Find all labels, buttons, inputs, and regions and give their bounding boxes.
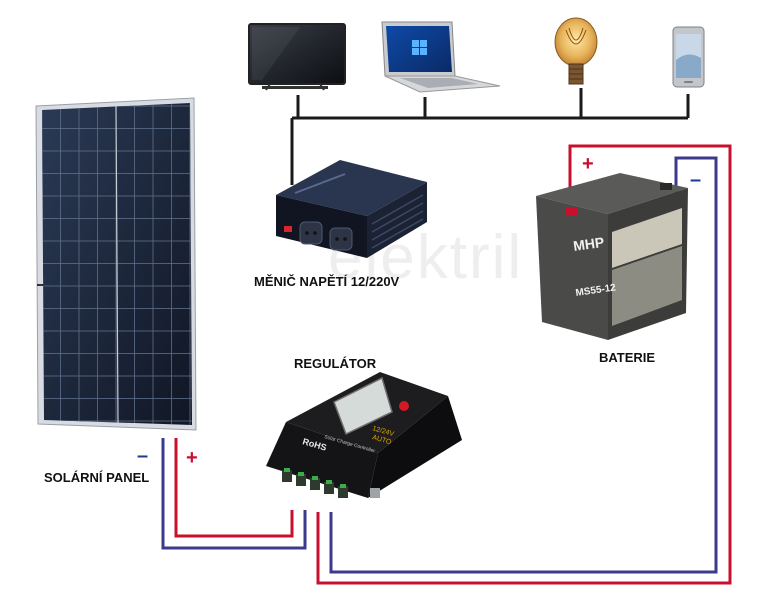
battery-negative-wire <box>329 156 718 574</box>
battery-label: BATERIE <box>599 350 656 365</box>
light-bulb-icon <box>554 17 598 85</box>
smartphone-icon <box>672 26 705 88</box>
battery-plus-sign: + <box>582 153 594 175</box>
solar-panel-label: SOLÁRNÍ PANEL <box>44 470 150 485</box>
panel-plus-sign: + <box>186 447 198 469</box>
panel-minus-sign: – <box>137 445 149 467</box>
laptop-icon <box>381 21 501 93</box>
solar-panel-icon <box>35 97 197 431</box>
panel-positive-wire <box>174 438 294 538</box>
panel-negative-wire <box>161 438 307 550</box>
battery-positive-wire <box>316 144 732 585</box>
battery-brand: MHP <box>572 234 605 254</box>
inverter-icon <box>276 160 427 258</box>
ac-bus-line <box>290 88 690 185</box>
charge-controller-icon: RoHS Solar Charge Controller 12/24V AUTO <box>266 372 462 498</box>
tv-icon <box>248 23 346 91</box>
battery-minus-sign: – <box>690 169 702 191</box>
controller-label: REGULÁTOR <box>294 356 377 371</box>
battery-icon: MHP MS55-12 <box>536 173 688 340</box>
inverter-label: MĚNIČ NAPĚTÍ 12/220V <box>254 274 400 289</box>
